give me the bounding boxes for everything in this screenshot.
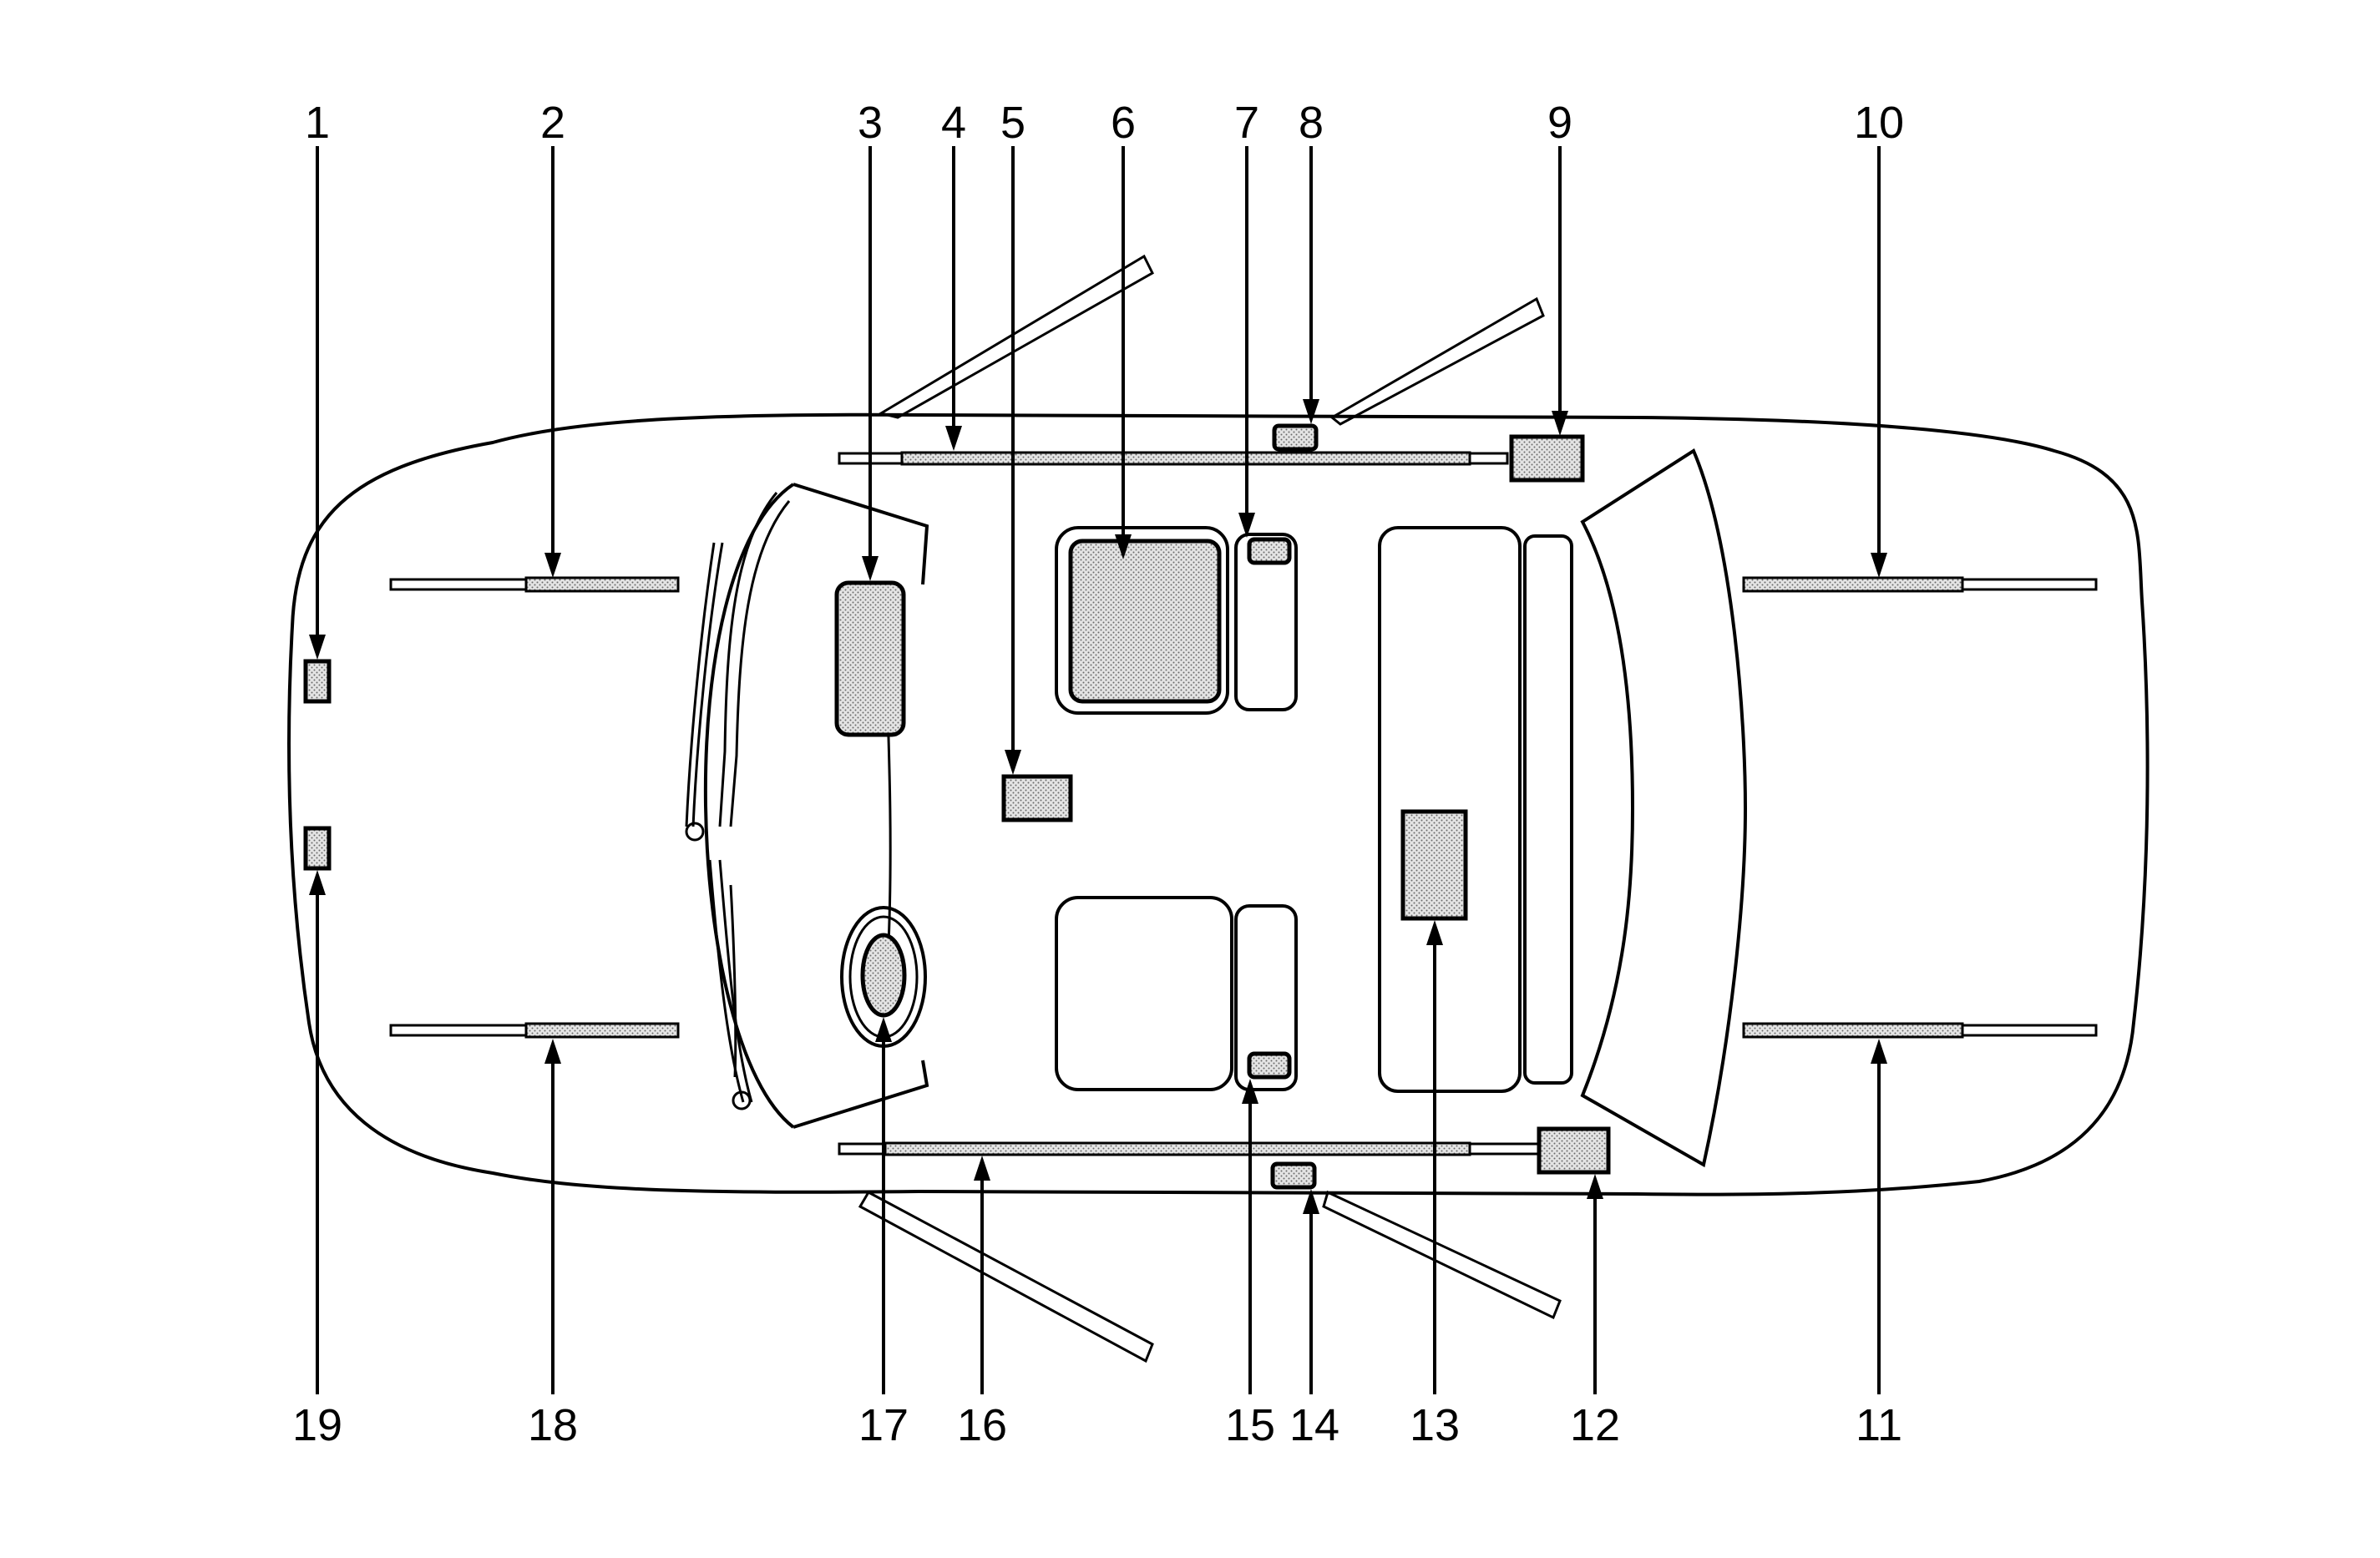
callout-3: 3: [858, 98, 883, 148]
rear-door-left-open: [1329, 296, 1545, 426]
driver-seat: [1055, 526, 1298, 715]
component-1-front-impact-sensor: [303, 659, 332, 704]
callout-13: 13: [1410, 1400, 1460, 1450]
rear-door-right-open: [1322, 1190, 1562, 1320]
callout-11: 11: [1856, 1400, 1902, 1450]
component-11-rear-wiring-strip: [1742, 1022, 2098, 1039]
component-14-side-impact-sensor: [1270, 1161, 1317, 1190]
front-door-left-open: [878, 254, 1154, 419]
component-9-module: [1509, 434, 1585, 483]
callout-17: 17: [858, 1400, 909, 1450]
component-6-seat-sensor: [1068, 539, 1222, 704]
component-19-front-impact-sensor: [303, 826, 332, 871]
component-5-control-module: [1001, 774, 1073, 822]
rear-seat: [1378, 526, 1573, 1093]
leader-arrows: [309, 146, 1887, 1394]
vehicle-body-outline: [287, 412, 2150, 1196]
callout-7: 7: [1234, 98, 1259, 148]
callout-18: 18: [528, 1400, 578, 1450]
callout-5: 5: [1000, 98, 1025, 148]
callout-4: 4: [941, 98, 966, 148]
callout-2: 2: [540, 98, 565, 148]
callout-19: 19: [292, 1400, 342, 1450]
callout-6: 6: [1111, 98, 1136, 148]
callout-9: 9: [1547, 98, 1572, 148]
callout-labels: 1 2 3 4 5 6 7 8 9 10 11 12 13 14 15 16 1…: [292, 98, 1904, 1450]
callout-12: 12: [1570, 1400, 1620, 1450]
callout-8: 8: [1299, 98, 1324, 148]
component-16-side-curtain-strip: [838, 1141, 1541, 1156]
passenger-seat: [1055, 896, 1298, 1091]
callout-10: 10: [1854, 98, 1904, 148]
component-3-passenger-airbag-module: [834, 580, 906, 737]
callout-14: 14: [1289, 1400, 1339, 1450]
component-8-side-impact-sensor: [1272, 423, 1319, 452]
component-17-driver-airbag: [860, 933, 907, 1018]
component-12-module: [1537, 1126, 1611, 1175]
wiper-arm-left: [685, 492, 791, 842]
component-2-wiring-strip: [389, 576, 680, 593]
component-15-seat-belt-buckle: [1247, 1051, 1292, 1080]
rear-window: [1580, 448, 1748, 1168]
wiper-arm-right: [708, 859, 753, 1110]
component-7-seat-belt-buckle: [1247, 537, 1292, 565]
component-4-side-curtain-strip: [838, 451, 1509, 466]
callout-15: 15: [1225, 1400, 1275, 1450]
component-18-wiring-strip: [389, 1022, 680, 1039]
component-10-rear-wiring-strip: [1742, 576, 2098, 593]
callout-16: 16: [957, 1400, 1007, 1450]
callout-1: 1: [305, 98, 330, 148]
component-13-rear-module: [1400, 809, 1468, 921]
front-door-right-open: [858, 1190, 1154, 1363]
